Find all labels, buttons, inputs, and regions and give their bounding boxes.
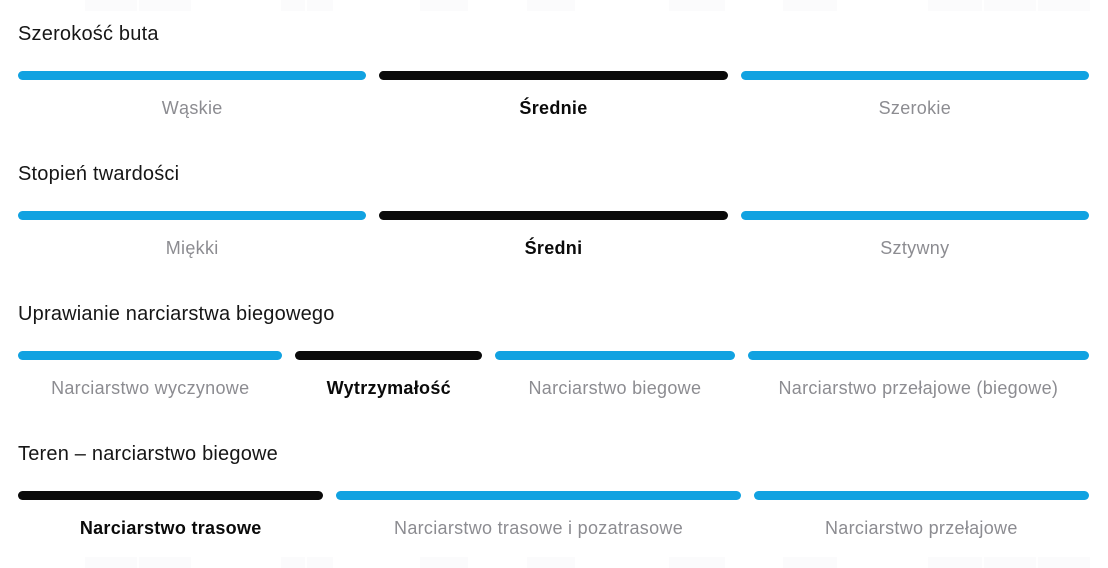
thumbnail-fragment: [783, 557, 837, 568]
thumbnail-fragment: [1038, 557, 1090, 568]
spec-section-title: Uprawianie narciarstwa biegowego: [18, 303, 335, 325]
rating-segment-bar: [18, 491, 324, 500]
thumbnail-fragment: [1038, 0, 1090, 11]
rating-segment-label: Narciarstwo biegowe: [528, 378, 702, 398]
rating-segment-bar: [379, 71, 728, 80]
rating-segment: Narciarstwo trasowe i pozatrasowe: [336, 491, 741, 539]
thumbnail-fragment: [139, 557, 191, 568]
carousel-edge-bottom: [0, 557, 1108, 568]
thumbnail-fragment: [307, 557, 333, 568]
rating-segment-label: Narciarstwo przełajowe (biegowe): [778, 378, 1059, 398]
rating-segment: Narciarstwo trasowe: [18, 491, 324, 539]
rating-segment-bar: [379, 211, 728, 220]
rating-segment-bar: [740, 211, 1089, 220]
rating-segment: Miękki: [18, 211, 367, 259]
rating-segment: Narciarstwo przełajowe: [753, 491, 1089, 539]
rating-segment: Szerokie: [740, 71, 1089, 119]
rating-segment: Wąskie: [18, 71, 367, 119]
rating-segment-bar: [747, 351, 1089, 360]
thumbnail-fragment: [928, 557, 982, 568]
rating-segment-label: Narciarstwo trasowe i pozatrasowe: [394, 518, 684, 538]
rating-segment: Narciarstwo wyczynowe: [18, 351, 283, 399]
rating-segment-label: Sztywny: [880, 238, 950, 258]
rating-segment-label: Wytrzymałość: [326, 378, 451, 398]
rating-segment-bar: [740, 71, 1089, 80]
rating-segment-label: Miękki: [165, 238, 219, 258]
rating-segment-label: Średni: [524, 238, 583, 258]
thumbnail-fragment: [783, 0, 837, 11]
thumbnail-fragment: [527, 557, 575, 568]
rating-segment-bar: [18, 211, 367, 220]
spec-section-title: Teren – narciarstwo biegowe: [18, 443, 278, 465]
rating-scale: Narciarstwo wyczynowe Wytrzymałość Narci…: [18, 351, 1089, 399]
rating-segment: Narciarstwo biegowe: [495, 351, 735, 399]
spec-section: Stopień twardości Miękki Średni Sztywny: [18, 140, 1089, 280]
carousel-edge-top: [0, 0, 1108, 11]
spec-section-title: Szerokość buta: [18, 23, 159, 45]
spec-section: Szerokość buta Wąskie Średnie Szerokie: [18, 0, 1089, 140]
spec-section: Uprawianie narciarstwa biegowego Narciar…: [18, 280, 1089, 420]
rating-segment: Sztywny: [740, 211, 1089, 259]
thumbnail-fragment: [420, 0, 468, 11]
rating-segment-label: Średnie: [519, 98, 588, 118]
thumbnail-fragment: [928, 0, 982, 11]
thumbnail-fragment: [669, 0, 725, 11]
thumbnail-fragment: [527, 0, 575, 11]
thumbnail-fragment: [669, 557, 725, 568]
thumbnail-fragment: [281, 0, 305, 11]
thumbnail-fragment: [139, 0, 191, 11]
rating-segment-bar: [495, 351, 735, 360]
rating-segment-label: Wąskie: [161, 98, 223, 118]
rating-scale: Wąskie Średnie Szerokie: [18, 71, 1089, 119]
spec-sections: Szerokość buta Wąskie Średnie Szerokie S…: [18, 0, 1089, 560]
rating-scale: Miękki Średni Sztywny: [18, 211, 1089, 259]
rating-segment-bar: [295, 351, 483, 360]
rating-segment-bar: [18, 71, 367, 80]
rating-segment: Średni: [379, 211, 728, 259]
rating-segment-bar: [336, 491, 741, 500]
rating-segment-label: Szerokie: [878, 98, 952, 118]
thumbnail-fragment: [85, 0, 137, 11]
thumbnail-fragment: [281, 557, 305, 568]
spec-section: Teren – narciarstwo biegowe Narciarstwo …: [18, 420, 1089, 560]
rating-segment-bar: [753, 491, 1089, 500]
thumbnail-fragment: [85, 557, 137, 568]
thumbnail-fragment: [984, 0, 1036, 11]
thumbnail-fragment: [984, 557, 1036, 568]
rating-segment: Średnie: [379, 71, 728, 119]
rating-scale: Narciarstwo trasowe Narciarstwo trasowe …: [18, 491, 1089, 539]
rating-segment-label: Narciarstwo trasowe: [79, 518, 262, 538]
rating-segment-label: Narciarstwo wyczynowe: [51, 378, 250, 398]
rating-segment: Narciarstwo przełajowe (biegowe): [747, 351, 1089, 399]
rating-segment-bar: [18, 351, 283, 360]
thumbnail-fragment: [307, 0, 333, 11]
thumbnail-fragment: [420, 557, 468, 568]
spec-section-title: Stopień twardości: [18, 163, 180, 185]
rating-segment: Wytrzymałość: [295, 351, 483, 399]
rating-segment-label: Narciarstwo przełajowe: [824, 518, 1018, 538]
